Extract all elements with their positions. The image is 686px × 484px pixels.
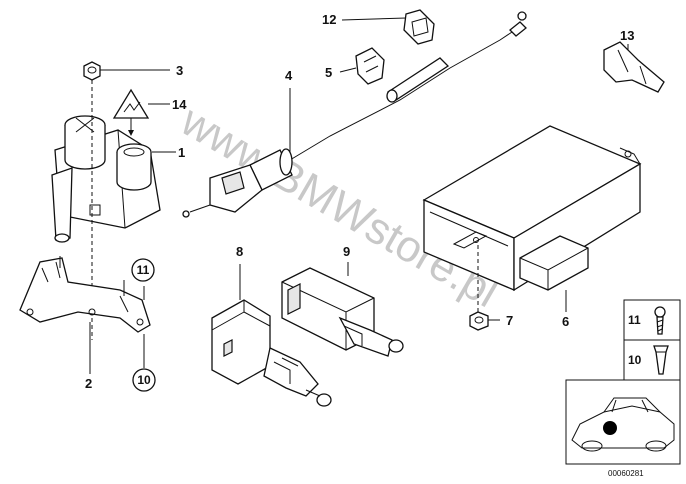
part-1-pump-unit[interactable]: [51, 115, 161, 243]
part-7-nut[interactable]: [469, 244, 489, 331]
vehicle-location-thumbnail[interactable]: [565, 379, 681, 465]
part-4-cable-actuator[interactable]: [182, 11, 527, 218]
callout-7: 7: [506, 313, 513, 328]
callout-11-circled: 11: [131, 258, 155, 282]
callout-1: 1: [178, 145, 185, 160]
location-marker: [603, 421, 617, 435]
part-2-bracket[interactable]: [19, 256, 151, 333]
part-8-switch[interactable]: [211, 299, 332, 407]
part-9-switch[interactable]: [281, 267, 404, 357]
legend-box-11[interactable]: 11: [623, 299, 681, 341]
callout-4: 4: [285, 68, 293, 83]
callout-13: 13: [620, 28, 634, 43]
callout-14: 14: [172, 97, 187, 112]
leader-lines: [89, 17, 629, 374]
part-14-warning-label[interactable]: [112, 88, 150, 136]
callout-2: 2: [85, 376, 92, 391]
legend-box-10[interactable]: 10: [623, 339, 681, 381]
part-3-nut[interactable]: [83, 61, 101, 81]
part-5-clip[interactable]: [355, 47, 385, 85]
callout-6: 6: [562, 314, 569, 329]
callout-10: 10: [137, 373, 151, 387]
part-6-control-unit[interactable]: [422, 125, 642, 292]
reference-number: 00060281: [608, 469, 644, 478]
legend-label-10: 10: [628, 353, 642, 367]
part-13-bracket[interactable]: [603, 41, 665, 93]
callout-12: 12: [322, 12, 336, 27]
callout-3: 3: [176, 63, 183, 78]
callout-9: 9: [343, 244, 350, 259]
part-12-clip[interactable]: [403, 9, 435, 45]
legend-label-11: 11: [628, 313, 641, 327]
callout-8: 8: [236, 244, 243, 259]
callout-11: 11: [137, 263, 150, 277]
callout-5: 5: [325, 65, 332, 80]
callout-10-circled: 10: [132, 368, 156, 392]
